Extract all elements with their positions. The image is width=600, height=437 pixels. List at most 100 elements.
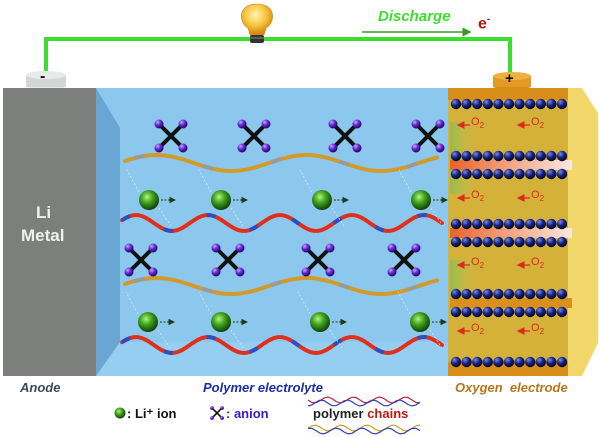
electrolyte-caption: Polymer electrolyte xyxy=(203,380,323,395)
electrode-atom xyxy=(525,288,536,300)
electrode-atom xyxy=(525,356,536,368)
polymer-chain xyxy=(123,152,439,174)
o2-subscript: 2 xyxy=(539,261,545,271)
electrode-atom xyxy=(461,236,472,248)
anion-atom xyxy=(435,143,445,153)
electrode-atom xyxy=(450,356,462,368)
li-ion xyxy=(411,190,431,210)
electron-label: e- xyxy=(478,14,490,33)
anion xyxy=(124,243,158,277)
electrode-atom xyxy=(461,306,472,318)
electrode-atom xyxy=(472,306,483,318)
electrode-atom xyxy=(503,288,515,300)
electrode-atom xyxy=(556,356,568,368)
electrode-atom xyxy=(525,168,536,180)
anion-atom xyxy=(124,267,134,277)
electrode-atom xyxy=(493,218,504,230)
anion xyxy=(154,119,188,153)
electrode-atom xyxy=(546,288,557,300)
cathode-caption: Oxygen electrode xyxy=(455,380,568,395)
electrode-atom xyxy=(493,236,504,248)
anion xyxy=(210,406,224,420)
electrode-atom xyxy=(482,356,493,368)
anion-atom xyxy=(124,243,134,253)
electrode-atom xyxy=(546,98,557,110)
electrode-atom xyxy=(556,218,568,230)
electrode-atom xyxy=(450,150,462,162)
anion-atom xyxy=(301,243,311,253)
anion-atom xyxy=(352,119,362,129)
electrode-atom xyxy=(556,306,568,318)
electrode-atom xyxy=(482,236,493,248)
anode-terminal xyxy=(26,71,66,90)
anion xyxy=(211,243,245,277)
legend-polymer-chain-icon xyxy=(307,424,421,432)
anion-atom xyxy=(387,267,397,277)
anion xyxy=(411,119,445,153)
anion-atom xyxy=(235,267,245,277)
anion-atom xyxy=(328,119,338,129)
electrode-atom xyxy=(525,306,536,318)
electrode-atom xyxy=(493,98,504,110)
electrode-atom xyxy=(546,168,557,180)
electrode-atom xyxy=(482,98,493,110)
electrode-atom xyxy=(535,288,546,300)
legend-li-ion-icon xyxy=(114,407,126,419)
o2-symbol: O xyxy=(531,116,540,128)
coordination-line xyxy=(398,169,412,193)
legend-chains-word: chains xyxy=(367,406,409,421)
anion-atom xyxy=(154,143,164,153)
anion xyxy=(387,243,421,277)
electrode-atom xyxy=(525,150,536,162)
coordination-line xyxy=(299,169,313,193)
li-ion xyxy=(138,312,158,332)
anion-atom xyxy=(211,267,221,277)
electrode-atom xyxy=(514,306,525,318)
o2-label: O2 xyxy=(471,189,484,203)
electrode-atom xyxy=(503,218,515,230)
anion-atom xyxy=(220,416,224,420)
o2-symbol: O xyxy=(531,189,540,201)
electrode-atom xyxy=(493,356,504,368)
electrode-atom xyxy=(546,150,557,162)
electrode-atom xyxy=(472,168,483,180)
electrode-atom xyxy=(514,288,525,300)
electrode-atom xyxy=(535,356,546,368)
o2-symbol: O xyxy=(471,116,480,128)
electrode-atom xyxy=(461,218,472,230)
anion-atom xyxy=(411,143,421,153)
electrode-atom xyxy=(546,218,557,230)
electrode-atom xyxy=(450,306,462,318)
anion-atom xyxy=(210,416,214,420)
o2-symbol: O xyxy=(471,189,480,201)
li-metal-label-line2: Metal xyxy=(21,226,65,245)
electrode-atom xyxy=(514,218,525,230)
electrode-atom xyxy=(461,356,472,368)
discharge-label: Discharge xyxy=(378,8,451,25)
o2-subscript: 2 xyxy=(539,194,545,204)
anion-atom xyxy=(411,267,421,277)
electrode-atom xyxy=(450,218,462,230)
o2-symbol: O xyxy=(471,322,480,334)
anion-atom xyxy=(435,119,445,129)
electrode-atom xyxy=(514,356,525,368)
anion-atom xyxy=(411,119,421,129)
electrode-atom xyxy=(450,288,462,300)
light-bulb-icon xyxy=(241,3,273,43)
electrode-atom xyxy=(535,150,546,162)
electrode-atom xyxy=(535,98,546,110)
anion-atom xyxy=(237,143,247,153)
o2-subscript: 2 xyxy=(479,327,485,337)
o2-symbol: O xyxy=(531,322,540,334)
coordination-line xyxy=(297,291,311,315)
anion-atom xyxy=(235,243,245,253)
anion-atom xyxy=(220,406,224,410)
electrode-atom xyxy=(472,236,483,248)
electrode-atom xyxy=(493,306,504,318)
anion-atom xyxy=(237,119,247,129)
electrode-atom xyxy=(472,356,483,368)
anion-atom xyxy=(211,243,221,253)
anion-atom xyxy=(148,243,158,253)
o2-subscript: 2 xyxy=(479,194,485,204)
anion-atom xyxy=(325,243,335,253)
